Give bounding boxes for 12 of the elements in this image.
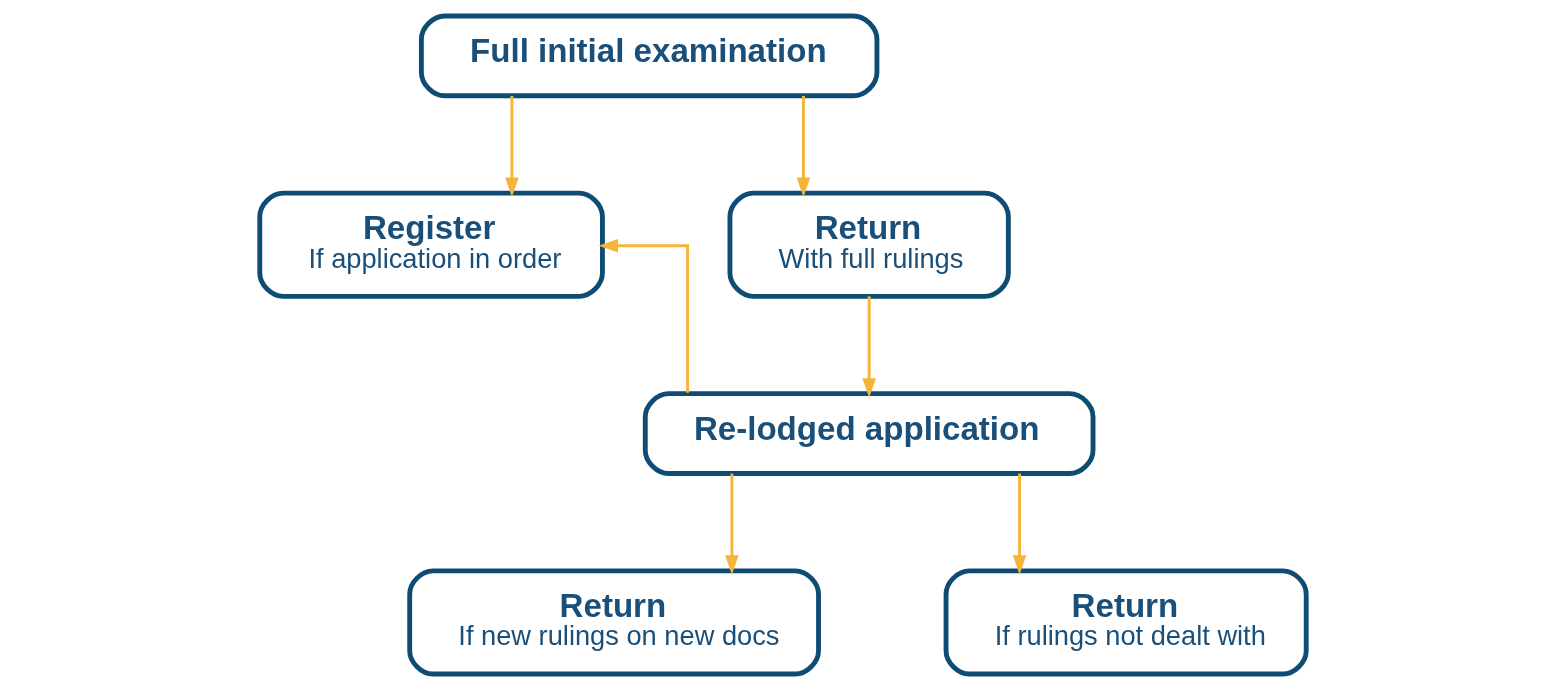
arrow (1012, 473, 1027, 575)
arrow (796, 95, 811, 197)
arrow (598, 238, 690, 393)
node-box: Re-lodged application (642, 391, 1096, 476)
node-box: Return If rulings not dealt with (943, 568, 1309, 677)
node-box: Return With full rulings (727, 190, 1011, 299)
arrow (862, 296, 876, 398)
node-box: Register If application in order (257, 190, 605, 299)
node-box: Full initial examination (418, 13, 880, 99)
arrow (725, 473, 739, 575)
arrow (505, 95, 519, 197)
node-box: Return If new rulings on new docs (407, 568, 821, 677)
